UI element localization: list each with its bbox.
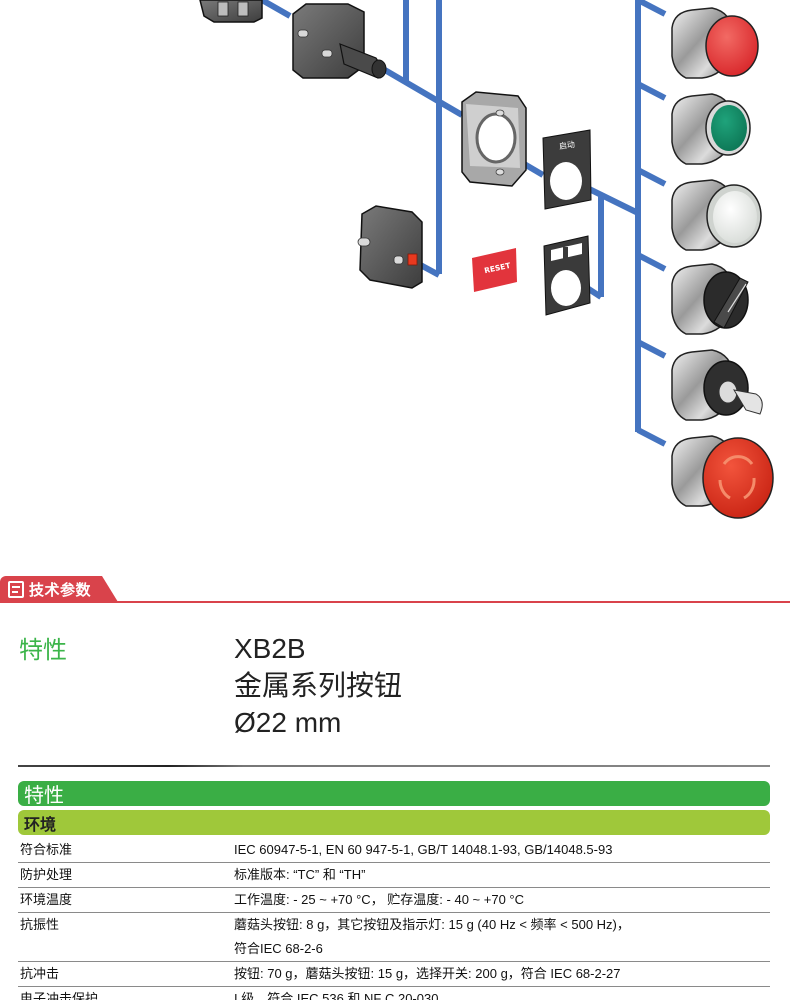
table-row: 防护处理 标准版本: “TC” 和 “TH” bbox=[18, 863, 770, 888]
spec-key: 抗冲击 bbox=[20, 966, 60, 981]
table-row: 抗振性 蘑菇头按钮: 8 g，其它按钮及指示灯: 15 g (40 Hz < 频… bbox=[18, 913, 770, 962]
table-row: 电子冲击保护 I 级，符合 IEC 536 和 NF C 20-030 bbox=[18, 987, 770, 1000]
legend-plate-text: 启动 bbox=[558, 139, 575, 151]
spec-value: 蘑菇头按钮: 8 g，其它按钮及指示灯: 15 g (40 Hz < 频率 < … bbox=[234, 913, 770, 961]
legend-plate-start: 启动 bbox=[542, 129, 592, 210]
spec-key: 防护处理 bbox=[20, 867, 73, 882]
section-rule bbox=[0, 601, 790, 603]
table-sub-header: 环境 bbox=[18, 810, 770, 835]
spec-key: 环境温度 bbox=[20, 892, 73, 907]
spec-key: 电子冲击保护 bbox=[20, 991, 99, 1000]
table-row: 抗冲击 按钮: 70 g，蘑菇头按钮: 15 g，选择开关: 200 g，符合 … bbox=[18, 962, 770, 987]
spec-value-line: IEC 60947-5-1, EN 60 947-5-1, GB/T 14048… bbox=[234, 842, 613, 857]
heading-divider bbox=[18, 765, 770, 767]
section-tab: 技术参数 bbox=[0, 576, 118, 602]
white-push-button bbox=[671, 179, 762, 251]
selector-switch bbox=[671, 263, 749, 335]
feature-label: 特性 bbox=[19, 637, 67, 664]
red-push-button bbox=[671, 7, 759, 79]
emergency-stop-button bbox=[671, 435, 774, 519]
key-switch bbox=[671, 349, 763, 421]
spec-value: IEC 60947-5-1, EN 60 947-5-1, GB/T 14048… bbox=[234, 838, 770, 862]
spec-key: 符合标准 bbox=[20, 842, 73, 857]
section-title: 技术参数 bbox=[29, 581, 92, 599]
spec-value-line: 标准版本: “TC” 和 “TH” bbox=[234, 867, 366, 882]
spec-value: 工作温度: - 25 ~ +70 °C， 贮存温度: - 40 ~ +70 °C bbox=[234, 888, 770, 912]
section-banner: 技术参数 bbox=[0, 574, 790, 604]
spec-value-line: 工作温度: - 25 ~ +70 °C， 贮存温度: - 40 ~ +70 °C bbox=[234, 892, 524, 907]
mounting-collar bbox=[461, 91, 527, 187]
product-size: Ø22 mm bbox=[234, 707, 342, 738]
green-push-button bbox=[671, 93, 751, 165]
contact-block-bottom bbox=[357, 205, 423, 289]
document-list-icon bbox=[8, 580, 24, 598]
table-row: 符合标准 IEC 60947-5-1, EN 60 947-5-1, GB/T … bbox=[18, 838, 770, 863]
spec-key: 抗振性 bbox=[20, 917, 60, 932]
table-main-header: 特性 bbox=[18, 781, 770, 807]
light-block bbox=[292, 3, 387, 79]
spec-table: 符合标准 IEC 60947-5-1, EN 60 947-5-1, GB/T … bbox=[18, 838, 770, 1000]
spec-value: 按钮: 70 g，蘑菇头按钮: 15 g，选择开关: 200 g，符合 IEC … bbox=[234, 962, 770, 986]
product-series: 金属系列按钮 bbox=[234, 670, 403, 701]
contact-block-top bbox=[199, 0, 263, 23]
spec-value: 标准版本: “TC” 和 “TH” bbox=[234, 863, 770, 887]
legend-holder bbox=[543, 235, 591, 316]
product-title: XB2B 金属系列按钮 Ø22 mm bbox=[234, 630, 402, 741]
table-row: 环境温度 工作温度: - 25 ~ +70 °C， 贮存温度: - 40 ~ +… bbox=[18, 888, 770, 913]
spec-value-line: I 级，符合 IEC 536 和 NF C 20-030 bbox=[234, 991, 439, 1000]
product-model: XB2B bbox=[234, 633, 306, 664]
reset-label: RESET bbox=[472, 248, 517, 292]
spec-value: I 级，符合 IEC 536 和 NF C 20-030 bbox=[234, 987, 770, 1000]
spec-value-line: 符合IEC 68-2-6 bbox=[234, 941, 323, 956]
spec-value-line: 按钮: 70 g，蘑菇头按钮: 15 g，选择开关: 200 g，符合 IEC … bbox=[234, 966, 621, 981]
product-assembly-diagram: 启动 RESET bbox=[199, 0, 774, 519]
spec-value-line: 蘑菇头按钮: 8 g，其它按钮及指示灯: 15 g (40 Hz < 频率 < … bbox=[234, 917, 630, 932]
